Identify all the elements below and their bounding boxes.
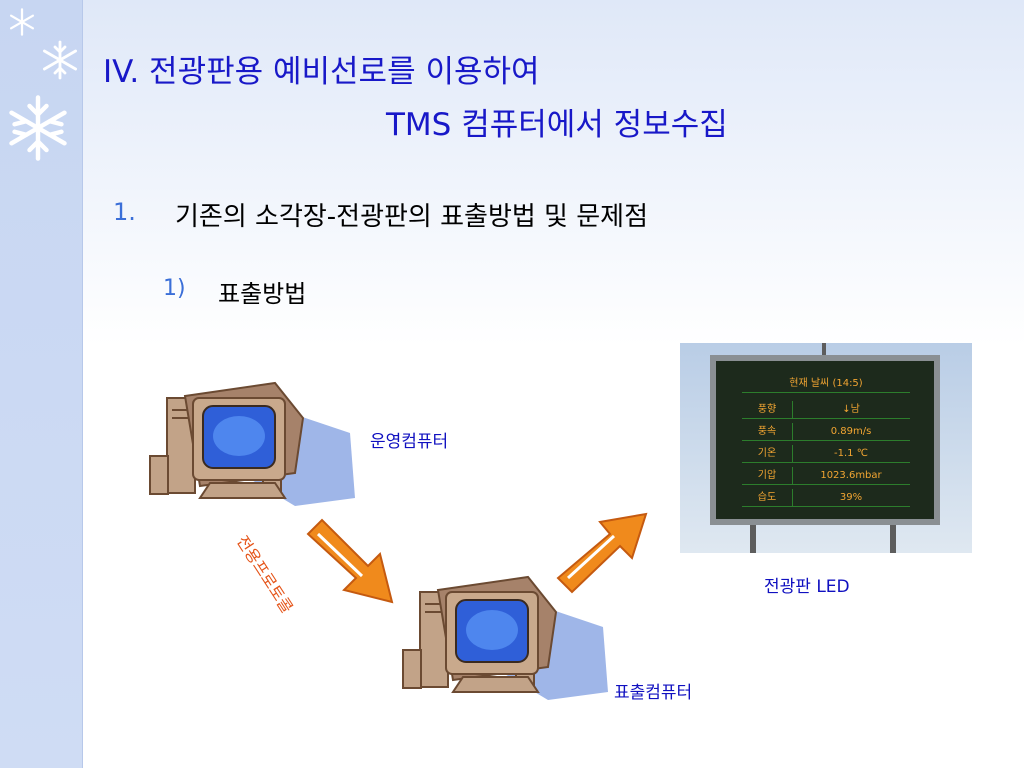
led-row-label: 기온: [742, 445, 793, 462]
arrow-up-right-icon: [556, 512, 648, 594]
led-row-label: 기압: [742, 467, 793, 484]
outline-number-1: 1.: [113, 198, 136, 226]
operation-computer-label: 운영컴퓨터: [370, 432, 449, 452]
outline-item-1: 기존의 소각장-전광판의 표출방법 및 문제점: [175, 202, 649, 232]
led-row-label: 풍향: [742, 401, 793, 418]
led-row-value: ↓남: [842, 404, 860, 415]
outline-number-1-1: 1): [163, 276, 186, 301]
led-row-value: -1.1 ℃: [834, 448, 868, 459]
slide-title-line2: TMS 컴퓨터에서 정보수집: [386, 107, 728, 143]
led-sign-photo: 현재 날씨 (14:5) 풍향 ↓남 풍속 0.89m/s 기온 -1.1 ℃ …: [680, 343, 972, 553]
snowflake-icon: [9, 8, 35, 36]
led-row: 기압 1023.6mbar: [742, 467, 910, 485]
outline-item-1-1: 표출방법: [218, 280, 307, 308]
led-row-label: 풍속: [742, 423, 793, 440]
led-header: 현재 날씨 (14:5): [742, 375, 910, 393]
led-row-value: 39%: [839, 492, 863, 503]
led-row: 풍속 0.89m/s: [742, 423, 910, 441]
led-board: 현재 날씨 (14:5) 풍향 ↓남 풍속 0.89m/s 기온 -1.1 ℃ …: [710, 355, 940, 525]
operation-computer-icon: [149, 381, 355, 506]
display-computer-label: 표출컴퓨터: [614, 683, 693, 703]
sidebar-band: [0, 0, 83, 768]
led-row: 기온 -1.1 ℃: [742, 445, 910, 463]
led-row: 습도 39%: [742, 489, 910, 507]
arrow-down-right-icon: [306, 518, 394, 604]
led-sign-label: 전광판 LED: [764, 577, 850, 597]
slide-title-line1: IV. 전광판용 예비선로를 이용하여: [103, 54, 540, 90]
led-row-value: 1023.6mbar: [820, 470, 882, 481]
display-computer-icon: [402, 575, 608, 700]
snowflake-icon: [42, 40, 78, 80]
led-row-value: 0.89m/s: [830, 426, 872, 437]
led-row-label: 습도: [742, 489, 793, 506]
led-row: 풍향 ↓남: [742, 401, 910, 419]
snowflake-icon: [9, 95, 67, 161]
